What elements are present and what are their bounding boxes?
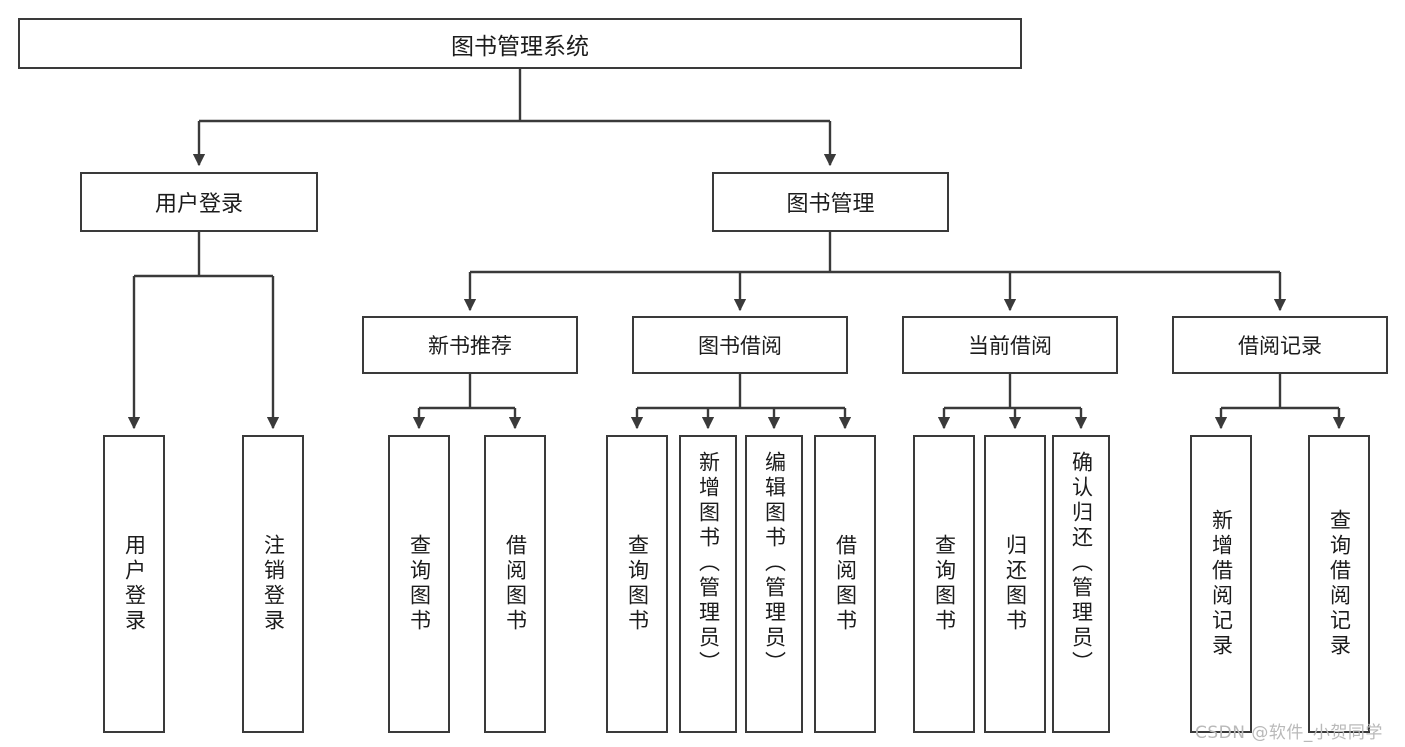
leaf-node[interactable]: 新增借阅记录 bbox=[1190, 435, 1252, 733]
leaf-node-label: 编辑图书（管理员） bbox=[762, 451, 787, 676]
node-user-login[interactable]: 用户登录 bbox=[80, 172, 318, 232]
leaf-node-label: 新增图书（管理员） bbox=[696, 451, 721, 676]
leaf-node[interactable]: 新增图书（管理员） bbox=[679, 435, 737, 733]
leaf-node-label: 注销登录 bbox=[261, 534, 286, 634]
node-root-label: 图书管理系统 bbox=[451, 33, 589, 60]
leaf-node[interactable]: 借阅图书 bbox=[814, 435, 876, 733]
leaf-node-label: 借阅图书 bbox=[503, 534, 528, 634]
node-user-login-label: 用户登录 bbox=[154, 192, 243, 217]
leaf-node-label: 查询图书 bbox=[625, 534, 650, 634]
node-current-borrow-label: 当前借阅 bbox=[968, 334, 1052, 358]
leaf-node[interactable]: 注销登录 bbox=[242, 435, 304, 733]
leaf-node-label: 确认归还（管理员） bbox=[1069, 451, 1094, 676]
leaf-node-label: 查询借阅记录 bbox=[1327, 509, 1352, 659]
leaf-node-label: 用户登录 bbox=[122, 534, 147, 634]
leaf-node[interactable]: 确认归还（管理员） bbox=[1052, 435, 1110, 733]
leaf-node[interactable]: 查询图书 bbox=[913, 435, 975, 733]
leaf-node-label: 新增借阅记录 bbox=[1209, 509, 1234, 659]
leaf-node-label: 查询图书 bbox=[407, 534, 432, 634]
leaf-node[interactable]: 编辑图书（管理员） bbox=[745, 435, 803, 733]
node-new-book-recommend-label: 新书推荐 bbox=[428, 334, 512, 358]
node-book-management[interactable]: 图书管理 bbox=[712, 172, 949, 232]
node-current-borrow[interactable]: 当前借阅 bbox=[902, 316, 1118, 374]
node-book-borrow-label: 图书借阅 bbox=[698, 334, 782, 358]
csdn-watermark: CSDN @软件_小贺同学 bbox=[1195, 723, 1383, 743]
node-root[interactable]: 图书管理系统 bbox=[18, 18, 1022, 69]
leaf-node-label: 查询图书 bbox=[932, 534, 957, 634]
node-book-management-label: 图书管理 bbox=[786, 192, 875, 217]
leaf-node[interactable]: 用户登录 bbox=[103, 435, 165, 733]
node-new-book-recommend[interactable]: 新书推荐 bbox=[362, 316, 578, 374]
node-book-borrow[interactable]: 图书借阅 bbox=[632, 316, 848, 374]
node-borrow-record-label: 借阅记录 bbox=[1238, 334, 1322, 358]
leaf-node[interactable]: 查询图书 bbox=[606, 435, 668, 733]
leaf-node-label: 归还图书 bbox=[1003, 534, 1028, 634]
leaf-node[interactable]: 查询借阅记录 bbox=[1308, 435, 1370, 733]
leaf-node[interactable]: 归还图书 bbox=[984, 435, 1046, 733]
leaf-node[interactable]: 借阅图书 bbox=[484, 435, 546, 733]
node-borrow-record[interactable]: 借阅记录 bbox=[1172, 316, 1388, 374]
leaf-node-label: 借阅图书 bbox=[833, 534, 858, 634]
leaf-node[interactable]: 查询图书 bbox=[388, 435, 450, 733]
